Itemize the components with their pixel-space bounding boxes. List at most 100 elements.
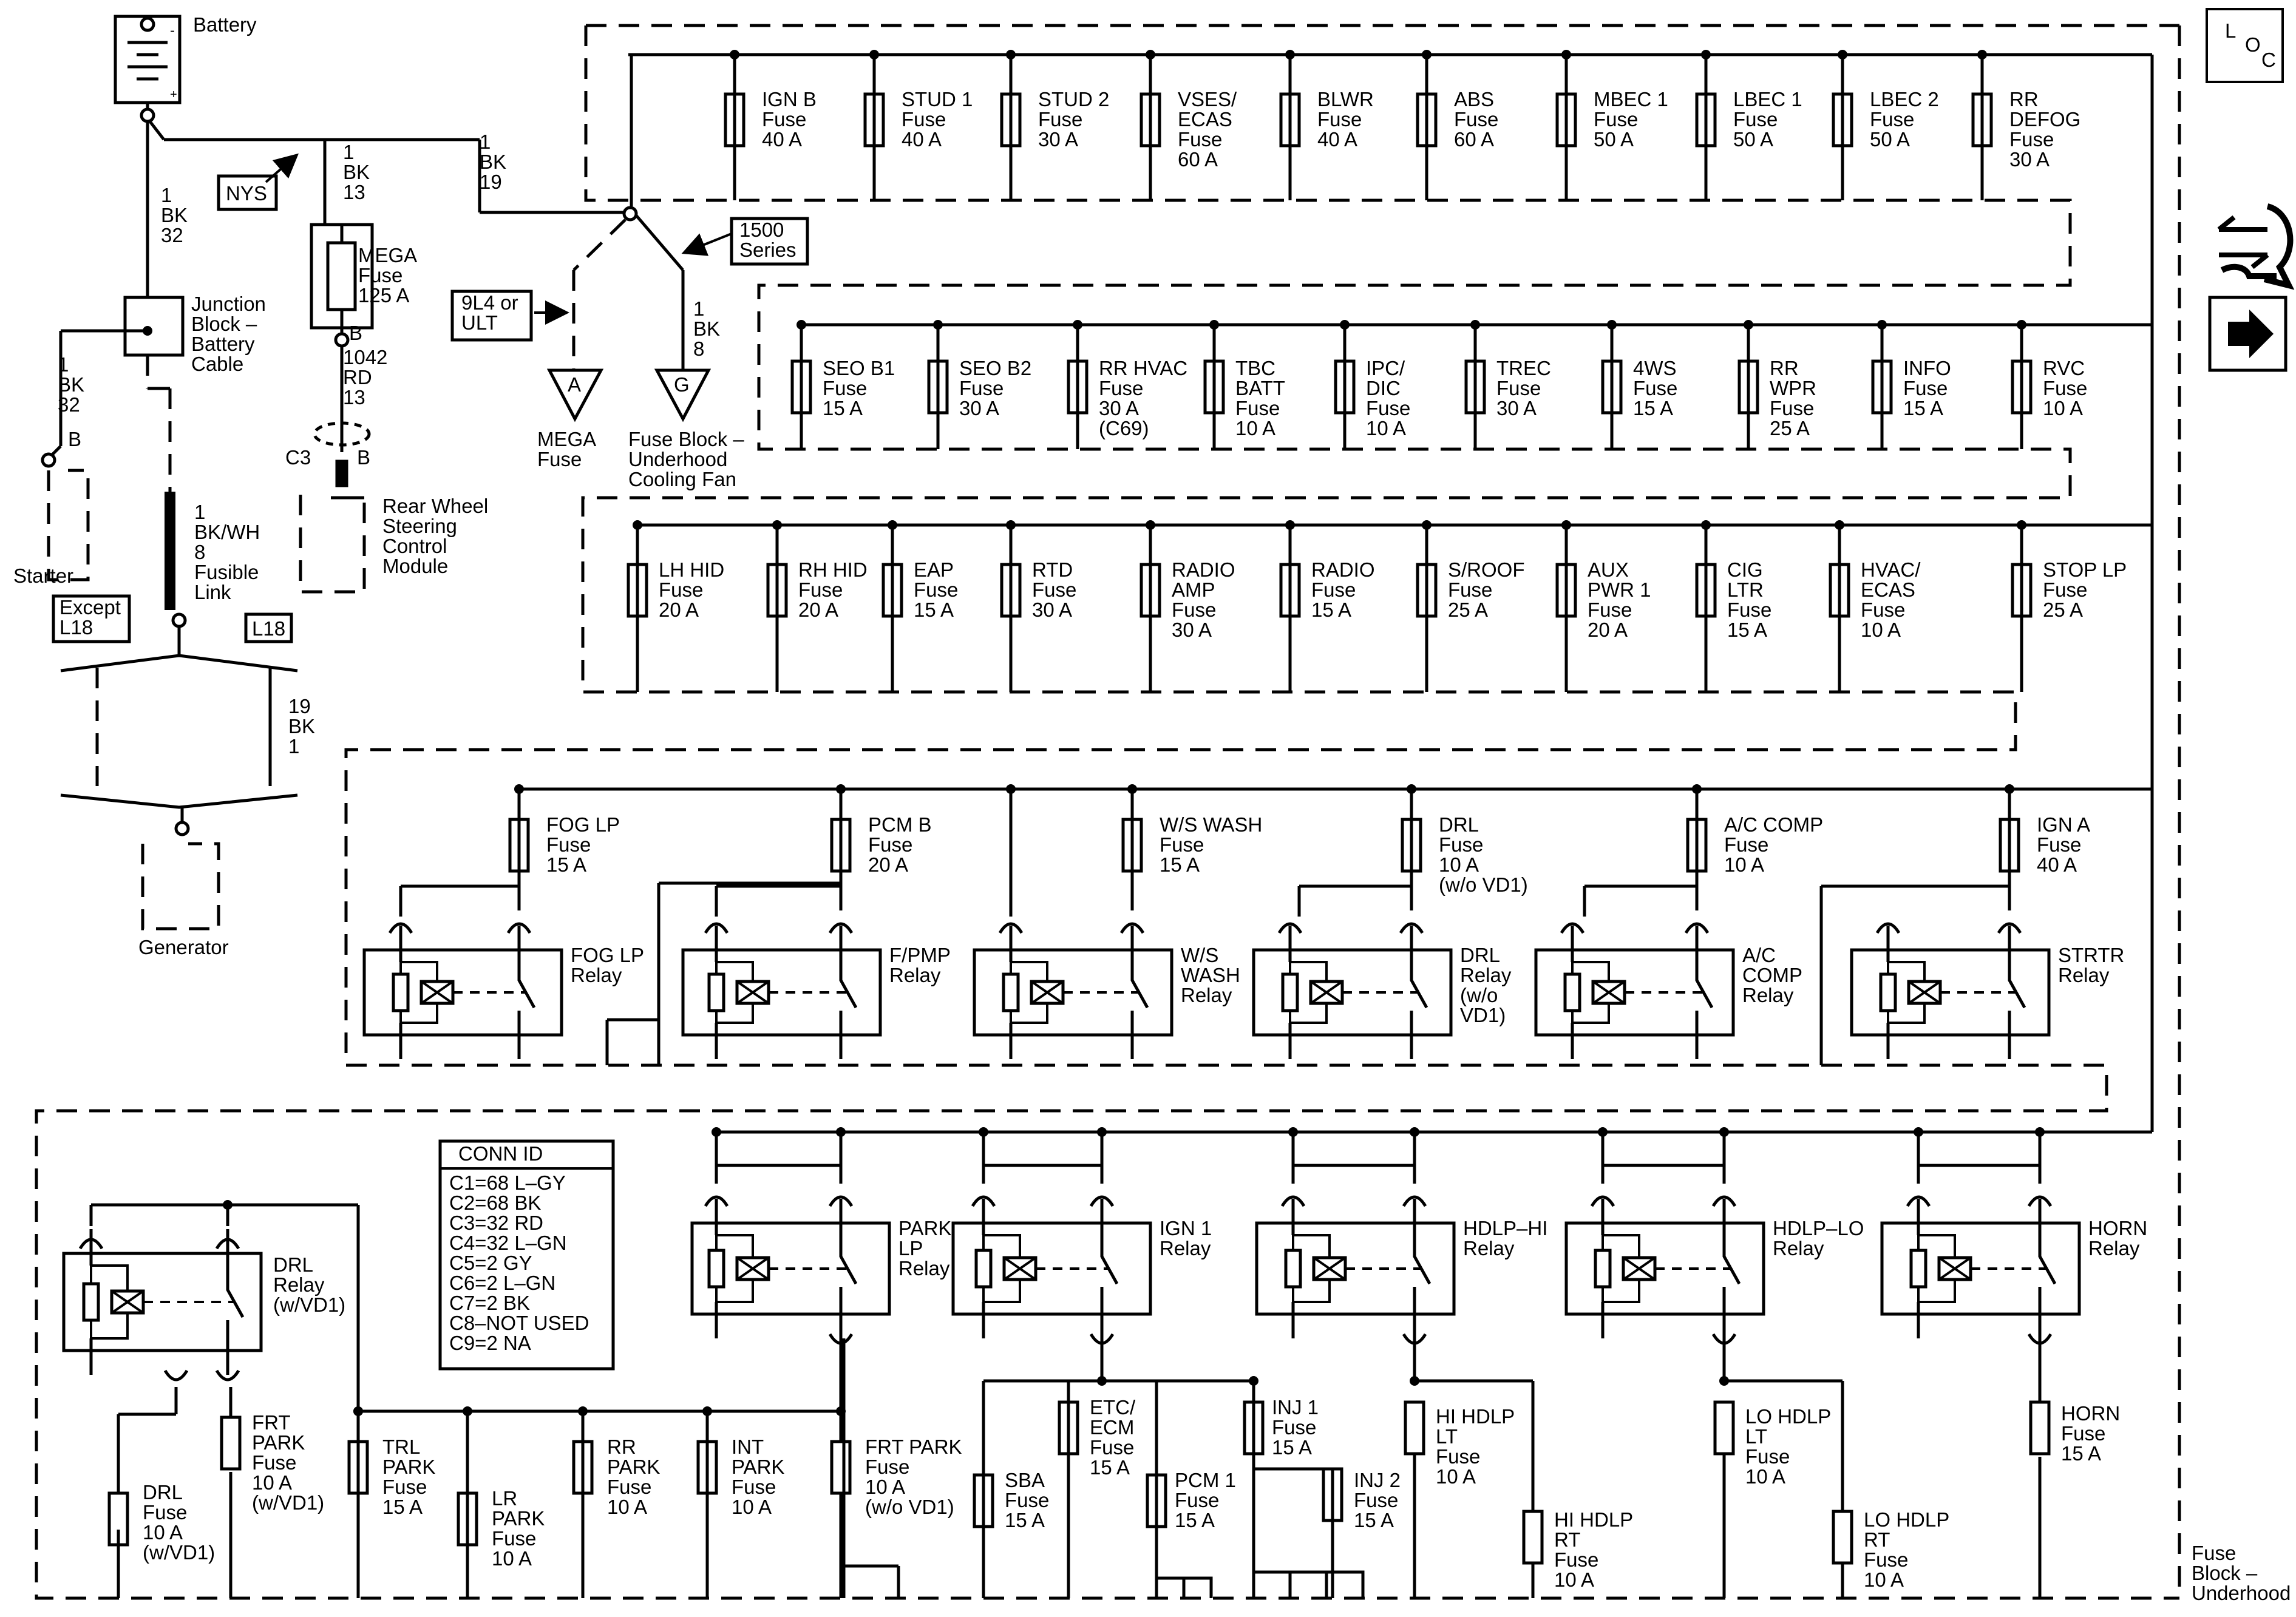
fuse-r5-15 (1832, 1510, 1853, 1565)
l18-box (244, 612, 293, 643)
relay-r5-0 (690, 1199, 891, 1338)
fuse-r2-0 (790, 359, 812, 415)
fuse-r3-8 (1695, 563, 1717, 618)
fuse-r2-6 (1601, 359, 1623, 415)
splice-dot (1719, 1376, 1729, 1386)
fuse-r1-4 (1279, 92, 1301, 147)
fuse-r5-9 (1146, 1473, 1167, 1528)
connector-ring (174, 821, 190, 836)
fuse-r4-5 (1999, 818, 2020, 873)
terminal-cup (78, 1238, 104, 1250)
fuse-r1-9 (1971, 92, 1993, 147)
svg-text:L: L (2225, 19, 2236, 42)
conn-id-box (438, 1139, 615, 1371)
terminal-cup (1711, 1195, 1737, 1207)
fuse-r1-5 (1416, 92, 1438, 147)
battery-plus: + (170, 88, 177, 101)
starter-label: Starter (13, 564, 73, 587)
terminal-cup (971, 1195, 996, 1207)
relay-r4-1 (681, 926, 882, 1059)
fuse-r5-6 (830, 1440, 852, 1495)
conn-id-line: C8–NOT USED (449, 1312, 589, 1334)
opt-9l4-box (450, 290, 533, 342)
fuse-r3-10 (2011, 563, 2033, 618)
pin-b-mega: B (349, 322, 362, 344)
relay-drl-vd1 (62, 1229, 263, 1375)
except-l18-box (52, 594, 131, 643)
terminal-cup (215, 1369, 240, 1381)
connector-ring (140, 107, 155, 123)
relay-r5-1 (951, 1199, 1152, 1338)
conn-id-title: CONN ID (458, 1142, 543, 1165)
fuse-r2-4 (1334, 359, 1356, 415)
splice-dot (143, 326, 152, 336)
terminal-cup (828, 922, 854, 934)
terminal-cup (1399, 922, 1424, 934)
fuse-r2-5 (1464, 359, 1486, 415)
fuse-r4-0 (508, 818, 530, 873)
fuse-r1-0 (724, 92, 746, 147)
terminal-cup (1997, 922, 2022, 934)
fuse-r2-9 (2011, 359, 2033, 415)
fuse-r5-8 (1058, 1400, 1079, 1456)
fuse-r1-1 (863, 92, 885, 147)
terminal-cup (1711, 1333, 1737, 1345)
fuse-r3-9 (1829, 563, 1850, 618)
splice-dot (1410, 1376, 1419, 1386)
terminal-cup (1684, 922, 1710, 934)
fuse-r4-4 (1686, 818, 1708, 873)
terminal-cup (2027, 1195, 2053, 1207)
conn-id-line: C9=2 NA (449, 1332, 531, 1354)
c3-label: C3 (285, 446, 311, 469)
conn-id-line: C2=68 BK (449, 1192, 541, 1214)
fuse-r3-6 (1416, 563, 1438, 618)
terminal-cup (1277, 922, 1303, 934)
locator-box[interactable]: L O C (2206, 8, 2284, 83)
fuse-r5-12 (1404, 1400, 1425, 1456)
fuse-r5-7 (973, 1473, 994, 1528)
fuse-r5-10 (1243, 1400, 1265, 1456)
right-arrow-icon[interactable] (2208, 296, 2288, 372)
terminal-cup (704, 922, 729, 934)
fuse-r5-0 (107, 1491, 129, 1547)
terminal-cup (1089, 1195, 1115, 1207)
schematic-nav-icon[interactable] (2217, 203, 2295, 290)
